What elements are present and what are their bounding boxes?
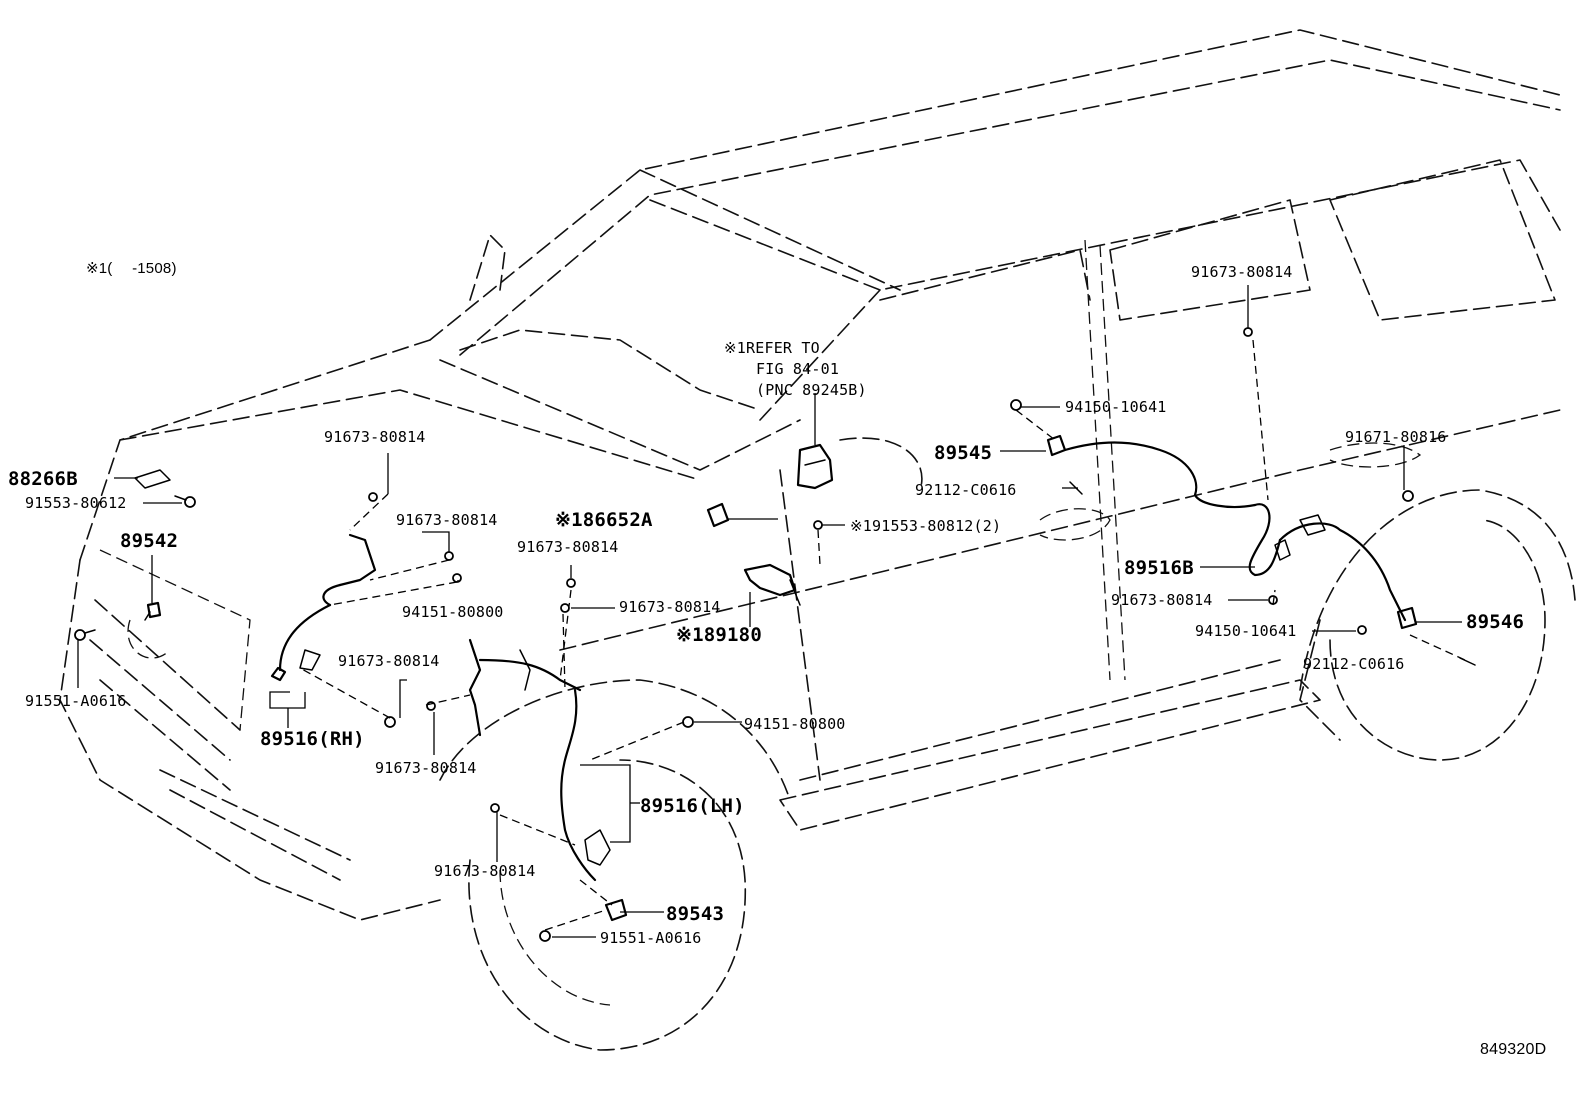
part-label-89546[interactable]: 89546 — [1466, 611, 1525, 633]
refer-note-line2: FIG 84-01 — [756, 360, 840, 378]
part-label-89516-LH[interactable]: 89516(LH) — [640, 795, 745, 817]
part-label-94150-10641-a[interactable]: 94150-10641 — [1065, 398, 1167, 416]
part-label-91673-80814-c[interactable]: 91673-80814 — [338, 652, 440, 670]
part-label-91673-80814-h[interactable]: 91673-80814 — [1191, 263, 1293, 281]
part-label-91551-A0616-lower[interactable]: 91551-A0616 — [600, 929, 702, 947]
part-label-94151-80800-b[interactable]: 94151-80800 — [744, 715, 846, 733]
part-label-91673-80814-g[interactable]: 91673-80814 — [434, 862, 536, 880]
refer-note-line3: (PNC 89245B) — [756, 381, 867, 399]
part-label-92112-C0616-a[interactable]: 92112-C0616 — [915, 481, 1017, 499]
figure-code: 849320D — [1480, 1041, 1547, 1058]
part-label-91673-80814-e[interactable]: 91673-80814 — [517, 538, 619, 556]
part-label-91673-80814-d[interactable]: 91673-80814 — [375, 759, 477, 777]
part-label-86652A[interactable]: ※186652A — [555, 509, 653, 531]
part-label-89543[interactable]: 89543 — [666, 903, 725, 925]
part-label-88266B[interactable]: 88266B — [8, 468, 78, 490]
part-label-91671-80816[interactable]: 91671-80816 — [1345, 428, 1447, 446]
part-label-91553-80612[interactable]: 91553-80612 — [25, 494, 127, 512]
part-label-89542[interactable]: 89542 — [120, 530, 179, 552]
part-label-89180[interactable]: ※189180 — [676, 624, 762, 646]
part-label-91673-80814-i[interactable]: 91673-80814 — [1111, 591, 1213, 609]
part-label-91673-80814-f[interactable]: 91673-80814 — [619, 598, 721, 616]
part-label-89545[interactable]: 89545 — [934, 442, 993, 464]
applicability-note: ※1( -1508) — [86, 260, 177, 277]
refer-note-line1: ※1REFER TO — [724, 339, 820, 357]
part-label-91553-80812[interactable]: ※191553-80812(2) — [850, 517, 1002, 535]
part-label-89516-RH[interactable]: 89516(RH) — [260, 728, 365, 750]
part-label-91673-80814-a[interactable]: 91673-80814 — [324, 428, 426, 446]
part-label-94151-80800-a[interactable]: 94151-80800 — [402, 603, 504, 621]
part-label-89516B[interactable]: 89516B — [1124, 557, 1194, 579]
part-label-91551-A0616-front[interactable]: 91551-A0616 — [25, 692, 127, 710]
part-label-94150-10641-b[interactable]: 94150-10641 — [1195, 622, 1297, 640]
part-label-91673-80814-b[interactable]: 91673-80814 — [396, 511, 498, 529]
part-label-92112-C0616-b[interactable]: 92112-C0616 — [1303, 655, 1405, 673]
